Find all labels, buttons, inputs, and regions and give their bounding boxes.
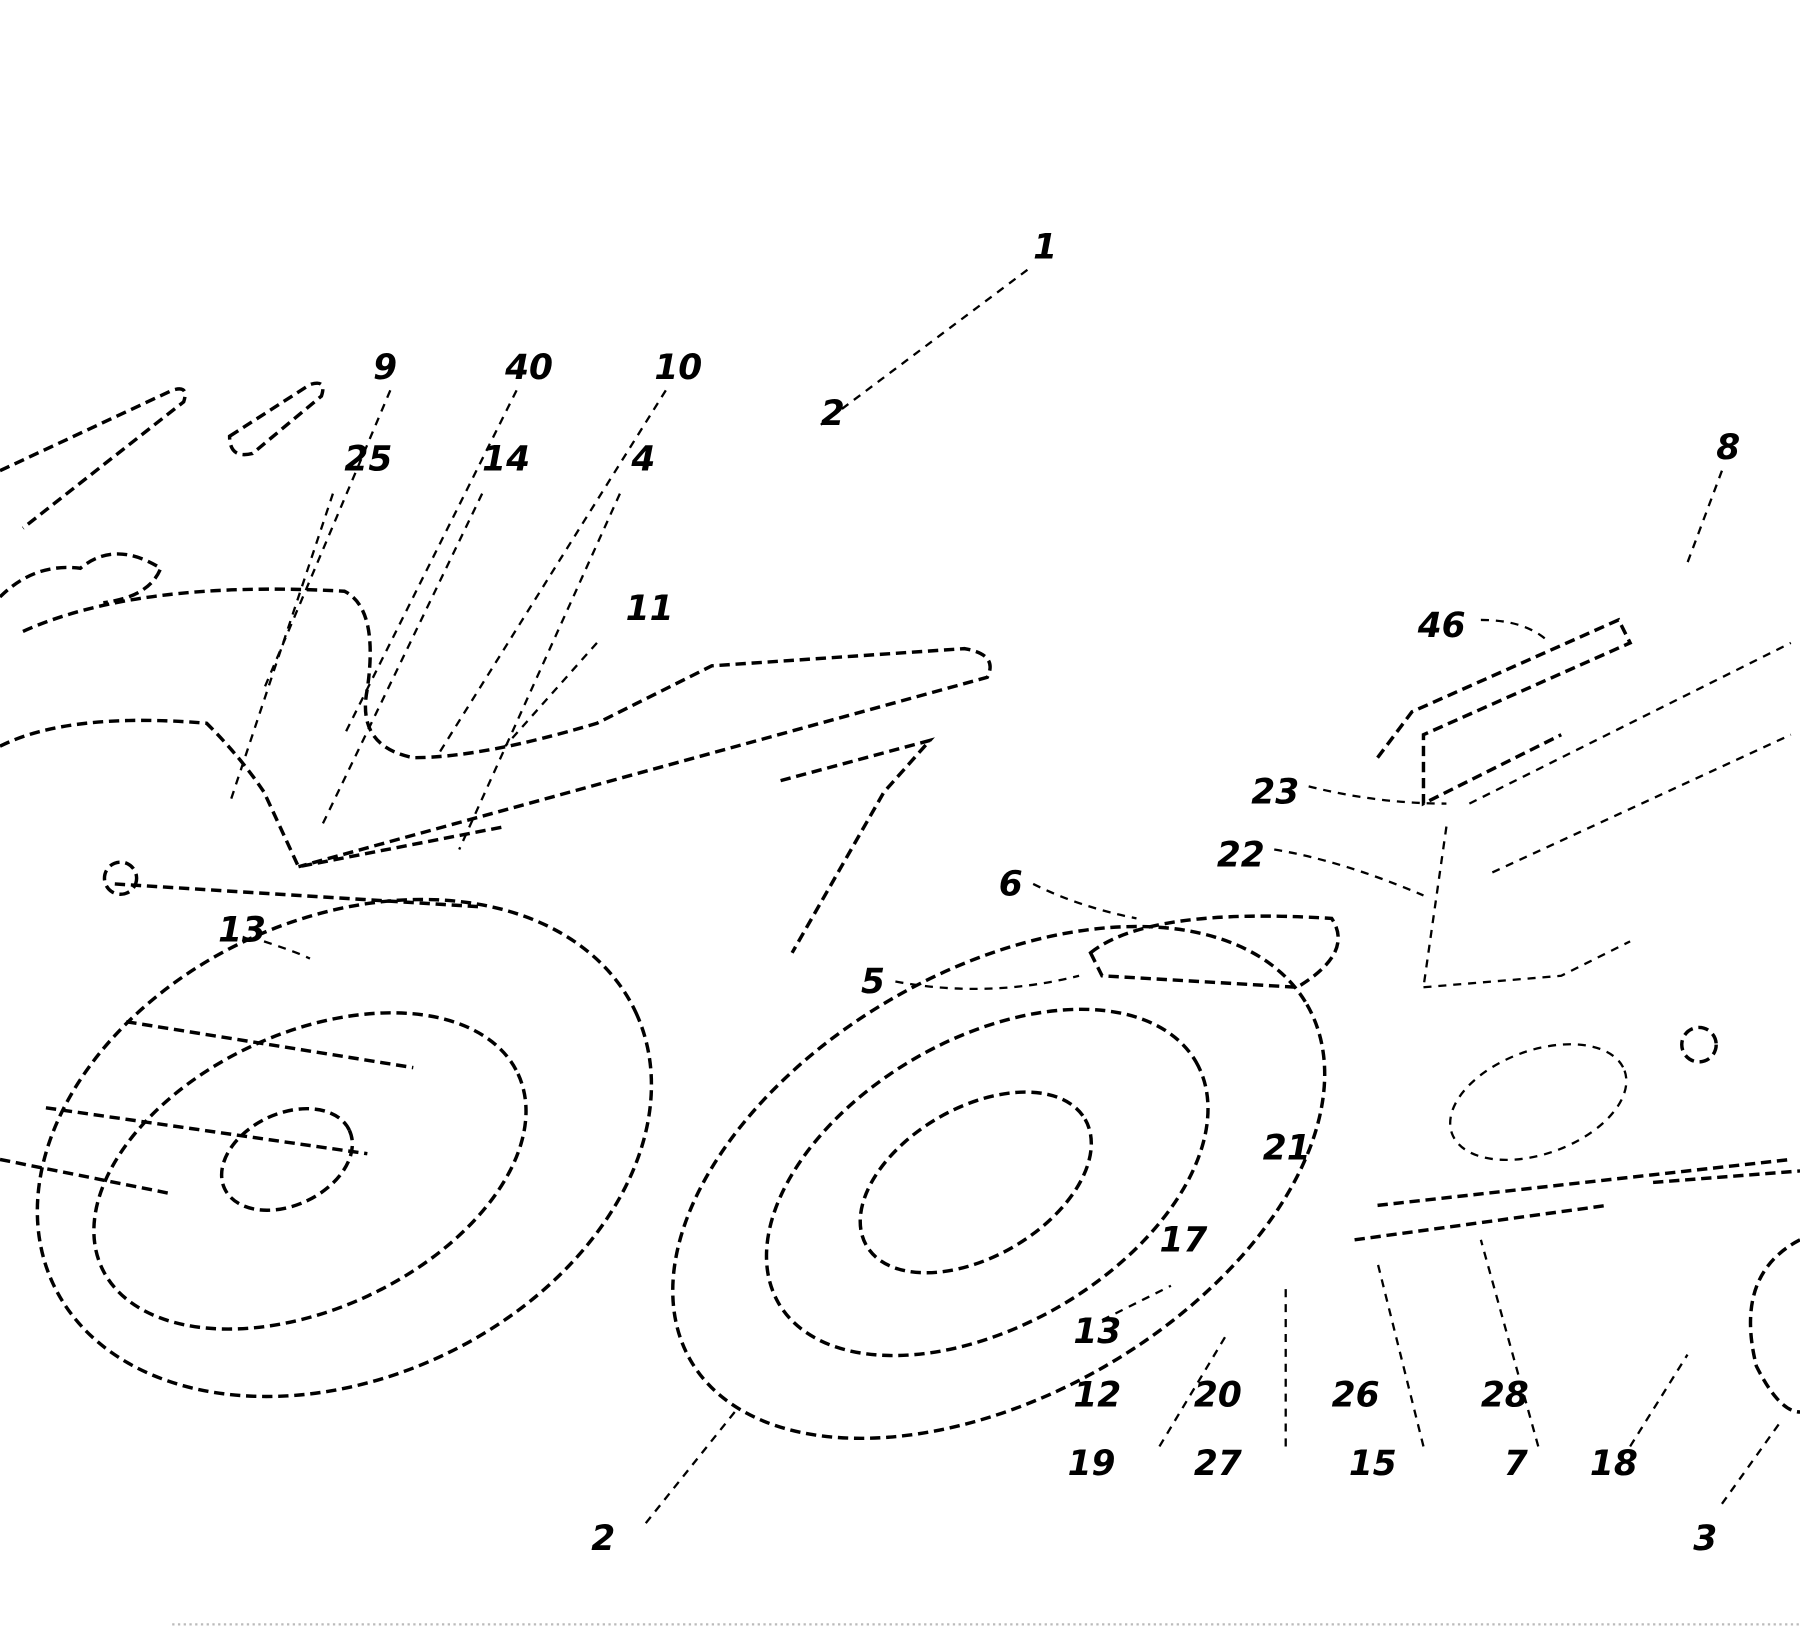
motor-bolt: [1680, 1025, 1718, 1064]
rear-wheel-far: [1748, 1238, 1800, 1414]
ref-label: 2: [591, 1519, 615, 1559]
ref-label: 13: [218, 910, 266, 950]
motor: [1449, 1043, 1628, 1162]
front-hub: [219, 1106, 355, 1212]
ref-label: 10: [654, 348, 702, 388]
front-wheel-outer: [35, 897, 654, 1399]
fuel-tank: [22, 587, 992, 869]
pivot-bolt: [102, 860, 139, 897]
ref-label: 17: [1159, 1220, 1207, 1260]
ref-label: 28: [1481, 1375, 1529, 1415]
ref-label: 26: [1332, 1375, 1380, 1415]
ref-label: 7: [1504, 1444, 1528, 1484]
ref-label: 21: [1263, 1128, 1311, 1168]
ref-label: 3: [1693, 1519, 1717, 1559]
ref-label: 1: [1033, 227, 1057, 267]
ref-label: 22: [1217, 836, 1265, 876]
swingarm: [1354, 1157, 1800, 1242]
battery-box: [1376, 617, 1633, 807]
reference-labels: 1 2 9 40 10 25 14 4 11 8 46 23 22 6 5 13…: [218, 227, 1740, 1558]
ref-label: 5: [861, 962, 885, 1002]
ref-label: 40: [504, 348, 553, 388]
handlebar-right: [227, 381, 325, 457]
ref-label: 46: [1417, 606, 1466, 646]
ref-label: 19: [1068, 1444, 1116, 1484]
rear-seat: [1088, 914, 1340, 990]
ref-label: 4: [630, 440, 655, 480]
ref-label: 8: [1716, 428, 1740, 468]
ref-label: 14: [482, 440, 530, 480]
handlebar-left: [0, 387, 187, 530]
ref-label: 12: [1073, 1375, 1121, 1415]
ref-label: 15: [1349, 1444, 1397, 1484]
ref-label: 11: [626, 589, 674, 629]
battery-cells: [1422, 641, 1792, 989]
ref-label: 27: [1194, 1444, 1242, 1484]
seat-frame: [0, 718, 506, 869]
headlight-cluster: [0, 552, 163, 605]
rear-wheel-inner: [858, 1090, 1094, 1275]
ref-label: 20: [1194, 1375, 1242, 1415]
ref-label: 23: [1251, 773, 1299, 813]
rear-wheel-mid: [764, 1007, 1210, 1358]
ref-label: 2: [821, 394, 845, 434]
ref-label: 25: [344, 440, 392, 480]
front-section: [0, 381, 992, 1399]
rear-section: [671, 617, 1800, 1441]
ref-label: 13: [1073, 1312, 1121, 1352]
leader-lines: [228, 268, 1781, 1528]
ref-label: 9: [373, 348, 397, 388]
rear-fender: [780, 737, 935, 954]
ref-label: 6: [999, 864, 1023, 904]
front-wheel-inner: [92, 1011, 528, 1331]
ref-label: 18: [1590, 1444, 1638, 1484]
rear-wheel-outer: [671, 924, 1327, 1441]
frame-lower: [0, 882, 483, 1196]
